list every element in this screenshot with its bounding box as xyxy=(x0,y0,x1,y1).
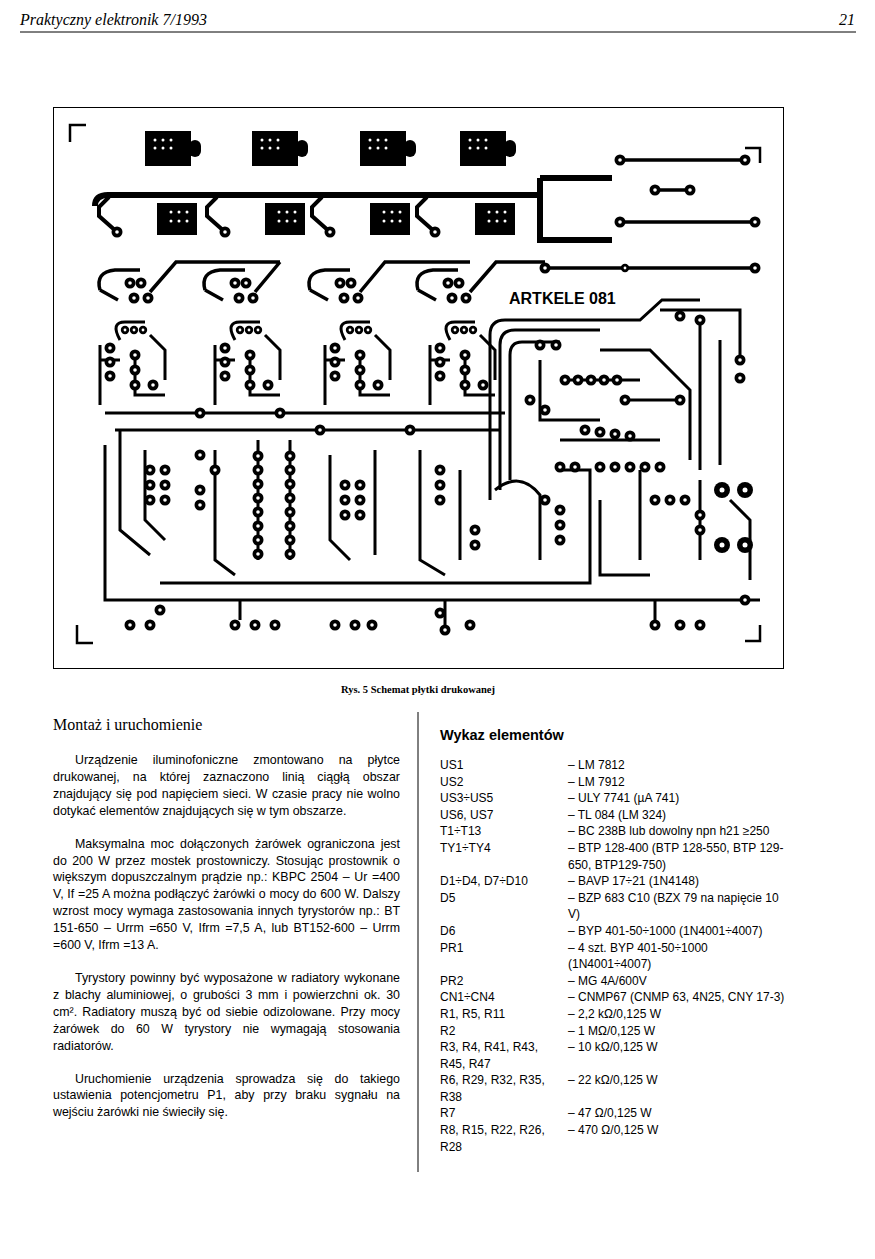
part-value: – 22 kΩ/0,125 W xyxy=(568,1072,785,1105)
part-designator: US6, US7 xyxy=(440,807,568,824)
parts-row: T1÷T13– BC 238B lub dowolny npn h21 ≥250 xyxy=(440,823,785,840)
part-value: – LM 7812 xyxy=(568,757,785,774)
figure-caption: Rys. 5 Schemat płytki drukowanej xyxy=(53,684,783,695)
part-value: – CNMP67 (CNMP 63, 4N25, CNY 17-3) xyxy=(568,989,785,1006)
part-designator: TY1÷TY4 xyxy=(440,840,568,873)
body-paragraph: Tyrystory powinny być wyposażone w radia… xyxy=(53,970,400,1055)
parts-row: R2– 1 MΩ/0,125 W xyxy=(440,1023,785,1040)
parts-row: D6– BYP 401-50÷1000 (1N4001÷4007) xyxy=(440,923,785,940)
part-value: – ULY 7741 (µA 741) xyxy=(568,790,785,807)
page-rules xyxy=(20,32,856,1172)
part-designator: D5 xyxy=(440,890,568,923)
part-designator: PR2 xyxy=(440,973,568,990)
part-value: – BTP 128-400 (BTP 128-550, BTP 129-650,… xyxy=(568,840,785,873)
running-header: Praktyczny elektronik 7/1993 xyxy=(20,11,207,29)
part-designator: US2 xyxy=(440,774,568,791)
parts-row: US3÷US5– ULY 7741 (µA 741) xyxy=(440,790,785,807)
parts-row: US6, US7– TL 084 (LM 324) xyxy=(440,807,785,824)
part-value: – 1 MΩ/0,125 W xyxy=(568,1023,785,1040)
page-number: 21 xyxy=(800,11,855,29)
part-designator: D1÷D4, D7÷D10 xyxy=(440,873,568,890)
text-column: Urządzenie iluminofoniczne zmontowano na… xyxy=(53,752,400,1137)
pcb-frame xyxy=(54,108,784,669)
part-designator: R8, R15, R22, R26, R28 xyxy=(440,1122,568,1155)
part-designator: PR1 xyxy=(440,940,568,973)
part-value: – BAVP 17÷21 (1N4148) xyxy=(568,873,785,890)
part-value: – 10 kΩ/0,125 W xyxy=(568,1039,785,1072)
part-designator: R6, R29, R32, R35, R38 xyxy=(440,1072,568,1105)
part-value: – 47 Ω/0,125 W xyxy=(568,1105,785,1122)
parts-row: R3, R4, R41, R43, R45, R47– 10 kΩ/0,125 … xyxy=(440,1039,785,1072)
list-heading: Wykaz elementów xyxy=(440,727,564,743)
part-designator: CN1÷CN4 xyxy=(440,989,568,1006)
pcb-lower-area xyxy=(105,430,760,636)
part-value: – LM 7912 xyxy=(568,774,785,791)
parts-row: R1, R5, R11– 2,2 kΩ/0,125 W xyxy=(440,1006,785,1023)
parts-row: CN1÷CN4– CNMP67 (CNMP 63, 4N25, CNY 17-3… xyxy=(440,989,785,1006)
parts-row: PR2– MG 4A/600V xyxy=(440,973,785,990)
parts-list: US1– LM 7812US2– LM 7912US3÷US5– ULY 774… xyxy=(440,757,785,1155)
parts-row: D1÷D4, D7÷D10– BAVP 17÷21 (1N4148) xyxy=(440,873,785,890)
part-designator: R2 xyxy=(440,1023,568,1040)
parts-row: TY1÷TY4– BTP 128-400 (BTP 128-550, BTP 1… xyxy=(440,840,785,873)
pcb-mains-area xyxy=(95,131,761,304)
part-value: – MG 4A/600V xyxy=(568,973,785,990)
part-value: – 4 szt. BYP 401-50÷1000 (1N4001÷4007) xyxy=(568,940,785,973)
parts-row: R6, R29, R32, R35, R38– 22 kΩ/0,125 W xyxy=(440,1072,785,1105)
part-value: – 470 Ω/0,125 W xyxy=(568,1122,785,1155)
part-value: – 2,2 kΩ/0,125 W xyxy=(568,1006,785,1023)
part-value: – BZP 683 C10 (BZX 79 na napięcie 10 V) xyxy=(568,890,785,923)
parts-row: R8, R15, R22, R26, R28– 470 Ω/0,125 W xyxy=(440,1122,785,1155)
part-value: – BYP 401-50÷1000 (1N4001÷4007) xyxy=(568,923,785,940)
board-label: ARTKELE 081 xyxy=(506,290,619,308)
part-designator: R3, R4, R41, R43, R45, R47 xyxy=(440,1039,568,1072)
parts-row: D5– BZP 683 C10 (BZX 79 na napięcie 10 V… xyxy=(440,890,785,923)
body-paragraph: Maksymalna moc dołączonych żarówek ogran… xyxy=(53,836,400,954)
parts-row: US1– LM 7812 xyxy=(440,757,785,774)
parts-row: PR1– 4 szt. BYP 401-50÷1000 (1N4001÷4007… xyxy=(440,940,785,973)
body-paragraph: Uruchomienie urządzenia sprowadza się do… xyxy=(53,1071,400,1122)
parts-row: R7– 47 Ω/0,125 W xyxy=(440,1105,785,1122)
part-designator: US3÷US5 xyxy=(440,790,568,807)
body-paragraph: Urządzenie iluminofoniczne zmontowano na… xyxy=(53,752,400,820)
part-value: – BC 238B lub dowolny npn h21 ≥250 xyxy=(568,823,785,840)
part-designator: R1, R5, R11 xyxy=(440,1006,568,1023)
part-designator: US1 xyxy=(440,757,568,774)
parts-row: US2– LM 7912 xyxy=(440,774,785,791)
part-designator: D6 xyxy=(440,923,568,940)
part-value: – TL 084 (LM 324) xyxy=(568,807,785,824)
section-heading: Montaż i uruchomienie xyxy=(53,716,202,734)
pcb-control-area xyxy=(100,300,746,500)
part-designator: R7 xyxy=(440,1105,568,1122)
part-designator: T1÷T13 xyxy=(440,823,568,840)
